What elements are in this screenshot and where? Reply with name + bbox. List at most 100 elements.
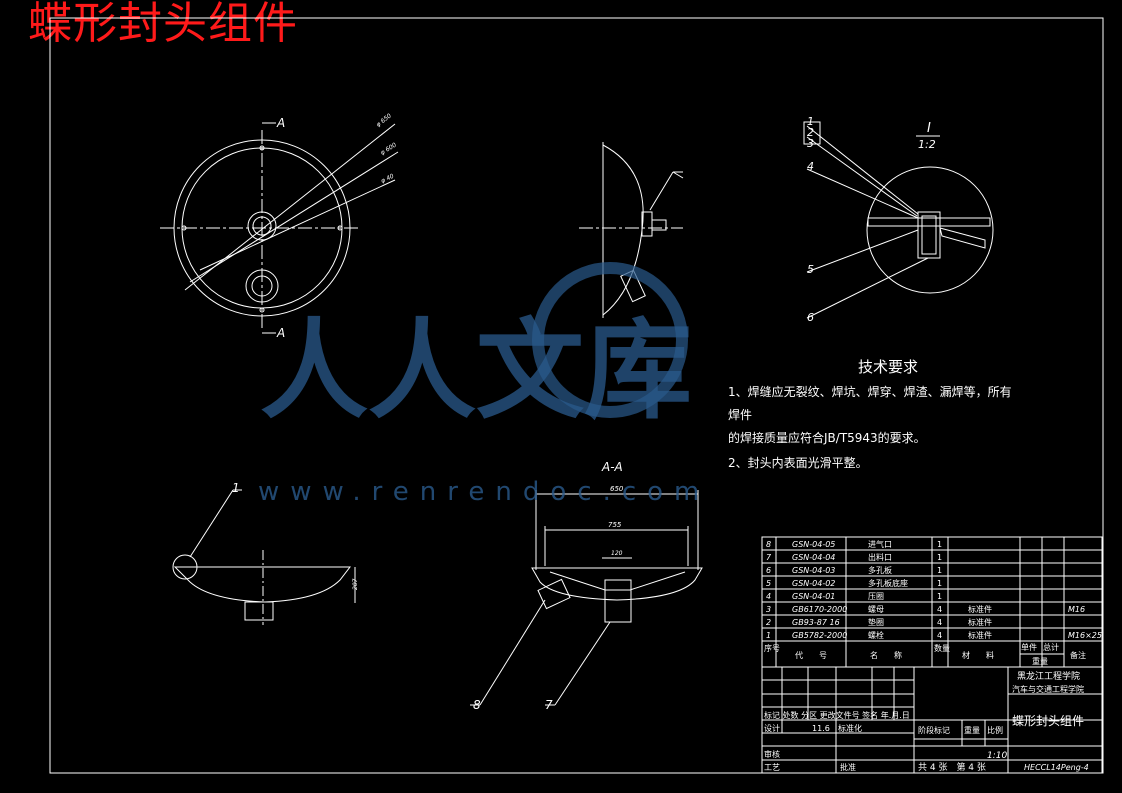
detail-view: I 1:2 1 2 3 4 5 6 (803, 115, 994, 324)
bom-cell-no: 8 (766, 540, 771, 549)
title-process-label: 工艺 (764, 763, 780, 772)
bom-cell-qty: 1 (937, 553, 942, 562)
detail-scale: 1:2 (918, 138, 936, 151)
bom-header-code: 代 号 (795, 650, 827, 660)
title-weight-label: 重量 (964, 725, 980, 735)
bom-header-qty: 数量 (934, 643, 950, 653)
bom-cell-mat: 标准件 (968, 630, 992, 640)
page-title: 蝶形封头组件 (28, 0, 298, 49)
title-block: 标记 处数 分区 更改文件号 签名 年.月.日 设计 11.6 标准化 审核 工… (761, 666, 1103, 774)
callout-5: 5 (807, 263, 814, 276)
bom-cell-code: GB93-87 16 (792, 618, 840, 627)
bom-header-name: 名 称 (870, 650, 902, 660)
bom-cell-no: 2 (766, 618, 771, 627)
bom-cell-mat: 标准件 (968, 604, 992, 614)
bom-cell-qty: 1 (937, 592, 942, 601)
drawing-frame (49, 17, 1104, 774)
bom-cell-name: 螺母 (868, 604, 884, 614)
detail-label: I (927, 121, 931, 136)
bom-cell-code: GSN-04-03 (792, 566, 835, 575)
bom-cell-name: 垫圈 (868, 617, 884, 627)
bom-cell-no: 6 (766, 566, 771, 575)
callout-6: 6 (807, 311, 814, 324)
bom-cell-name: 多孔板 (868, 565, 892, 575)
callout-1-elevation: 1 (232, 481, 240, 495)
tech-req-heading: 技术要求 (858, 358, 918, 376)
bom-cell-no: 4 (766, 592, 771, 601)
bom-cell-code: GSN-04-02 (792, 579, 835, 588)
bom-header-no: 序号 (764, 643, 780, 653)
tech-req-line3: 的焊接质量应符合JB/T5943的要求。 (728, 430, 926, 445)
title-drawing-no: HECCL14Peng-4 (1024, 763, 1089, 772)
title-scale-value: 1:10 (987, 751, 1007, 761)
bom-cell-code: GSN-04-05 (792, 540, 835, 549)
callout-3: 3 (807, 137, 814, 150)
bom-table: 序号 代 号 名 称 数量 材 料 单件 总计 重量 备注 8 GSN-04-05… (761, 536, 1103, 668)
title-drawing-name: 蝶形封头组件 (1012, 713, 1084, 728)
bom-header-weight: 重量 (1032, 656, 1048, 666)
callout-4: 4 (807, 160, 814, 173)
bom-cell-qty: 4 (937, 618, 942, 627)
dim-650: 650 (610, 485, 624, 493)
bom-header-note: 备注 (1070, 650, 1086, 660)
title-school2: 汽车与交通工程学院 (1012, 684, 1084, 694)
bom-cell-mat: 标准件 (968, 617, 992, 627)
tech-req-line2: 焊件 (728, 407, 752, 422)
callout-7: 7 (545, 698, 553, 712)
bom-cell-qty: 1 (937, 566, 942, 575)
title-sheets: 共 4 张 第 4 张 (918, 761, 986, 773)
bom-cell-code: GB6170-2000 (792, 605, 847, 614)
title-school1: 黑龙江工程学院 (1017, 670, 1080, 682)
bom-cell-note: M16×25 (1068, 631, 1102, 640)
bom-cell-name: 出料口 (868, 552, 892, 562)
section-view: A-A 650 755 120 8 7 (470, 460, 703, 712)
cut-mark-top: A (276, 116, 285, 130)
dim-207: 207 (352, 578, 359, 590)
watermark-url: www.renrendoc.com (258, 477, 710, 507)
bom-cell-qty: 4 (937, 605, 942, 614)
watermark: 人人文库 www.renrendoc.com (258, 262, 710, 507)
bom-cell-qty: 4 (937, 631, 942, 640)
watermark-text: 人人文库 (260, 309, 692, 434)
bom-cell-qty: 1 (937, 579, 942, 588)
bom-header-unit: 单件 (1021, 642, 1037, 652)
callout-1: 1 (807, 115, 814, 128)
bom-cell-name: 压圈 (868, 592, 884, 601)
dim-755: 755 (608, 521, 622, 529)
bom-cell-code: GB5782-2000 (792, 631, 847, 640)
bom-cell-code: GSN-04-01 (792, 592, 835, 601)
title-std-label: 标准化 (838, 723, 862, 733)
title-designer-value: 11.6 (812, 724, 830, 733)
bom-cell-no: 7 (766, 553, 772, 562)
title-check-label: 审核 (764, 749, 780, 759)
dim-120: 120 (611, 550, 623, 557)
title-approve-label: 批准 (840, 762, 856, 772)
bom-cell-name: 进气口 (868, 539, 892, 549)
tech-req-line1: 1、焊缝应无裂纹、焊坑、焊穿、焊渣、漏焊等，所有 (728, 384, 1012, 399)
bom-cell-note: M16 (1068, 605, 1085, 614)
cut-mark-bottom: A (276, 326, 285, 340)
front-view: A A φ 650 φ 600 φ 40 (160, 112, 399, 340)
title-mark-row: 标记 处数 分区 更改文件号 签名 年.月.日 (764, 710, 910, 720)
bom-cell-code: GSN-04-04 (792, 553, 835, 562)
dim-d650: φ 650 (375, 112, 393, 128)
section-label: A-A (601, 460, 623, 474)
bom-cell-name: 螺栓 (868, 630, 884, 640)
dim-d600: φ 600 (379, 141, 398, 156)
title-designer-label: 设计 (764, 723, 780, 733)
callout-2: 2 (807, 126, 814, 139)
elevation-view: 1 207 (172, 481, 359, 625)
bom-header-material: 材 料 (962, 650, 994, 660)
bom-cell-no: 3 (766, 605, 771, 614)
title-stage-label: 阶段标记 (918, 725, 950, 735)
bom-cell-no: 5 (766, 579, 771, 588)
bom-cell-qty: 1 (937, 540, 942, 549)
bom-cell-no: 1 (766, 631, 771, 640)
side-view (579, 142, 684, 318)
bom-header-total: 总计 (1043, 642, 1059, 652)
title-scale-label: 比例 (987, 725, 1003, 735)
tech-requirements: 技术要求 1、焊缝应无裂纹、焊坑、焊穿、焊渣、漏焊等，所有 焊件 的焊接质量应符… (728, 358, 1012, 470)
bom-cell-name: 多孔板底座 (868, 578, 908, 588)
callout-8: 8 (473, 698, 481, 712)
